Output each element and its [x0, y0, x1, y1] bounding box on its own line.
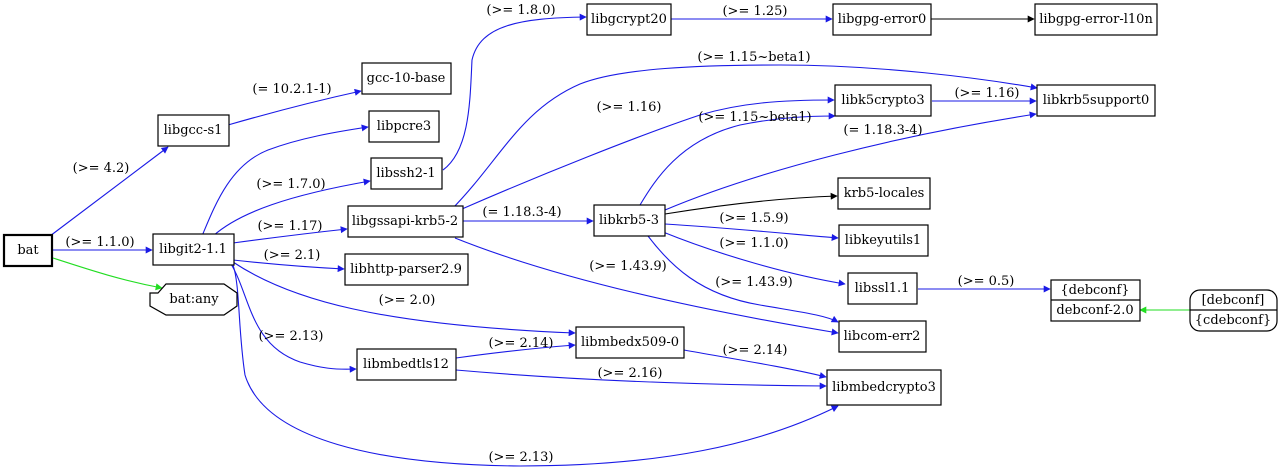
edge-libmbedtls-libmbedcrypto — [455, 369, 827, 390]
node-krb5-locales[interactable]: krb5-locales — [837, 177, 931, 210]
edge-libkrb5-libkrb5support — [664, 111, 1037, 211]
edge-libgit2-libmbedx509 — [232, 261, 576, 337]
edge-label: (>= 2.16) — [597, 366, 662, 381]
node-label: {cdebconf} — [1195, 313, 1271, 328]
edge-label: (>= 4.2) — [73, 161, 130, 176]
edge-libkrb5-libcom-err2 — [647, 235, 839, 323]
edge-label: (>= 1.16) — [596, 100, 661, 115]
node-label: debconf-2.0 — [1056, 303, 1133, 318]
node-label: libmbedcrypto3 — [832, 380, 936, 395]
node-libhttp-parser[interactable]: libhttp-parser2.9 — [344, 253, 469, 286]
edge-libgssapi-libcom-err2 — [454, 237, 839, 336]
edge-label: (>= 2.0) — [379, 293, 436, 308]
node-label: libssl1.1 — [855, 281, 910, 296]
node-label: libhttp-parser2.9 — [350, 262, 462, 277]
node-debconf-virtual[interactable]: {debconf} debconf-2.0 — [1050, 279, 1141, 322]
node-libkrb5support0[interactable]: libkrb5support0 — [1036, 84, 1156, 117]
node-label: libpcre3 — [377, 119, 431, 134]
node-label: libgpg-error-l10n — [1039, 12, 1153, 27]
node-label: libgcc-s1 — [164, 123, 223, 138]
node-label: gcc-10-base — [367, 71, 446, 86]
edge-libgssapi-libkrb5support — [451, 64, 1038, 210]
edge-libgit2-libssh2 — [212, 178, 371, 237]
node-libgpg-error-l10n[interactable]: libgpg-error-l10n — [1034, 3, 1158, 36]
node-libgpg-error0[interactable]: libgpg-error0 — [832, 3, 932, 36]
edge-label: (>= 1.25) — [722, 4, 787, 19]
node-label: libkrb5support0 — [1043, 93, 1150, 108]
node-bat[interactable]: bat — [2, 233, 54, 268]
node-libpcre3[interactable]: libpcre3 — [368, 110, 440, 143]
edge-libgit2-libmbedcrypto — [232, 264, 839, 467]
edge-label: (>= 1.1.0) — [65, 235, 134, 250]
edge-bat-libgcc-s1 — [49, 146, 169, 237]
node-label: bat:any — [169, 292, 219, 307]
edge-label: (>= 2.14) — [488, 336, 553, 351]
edge-label: (>= 1.43.9) — [715, 275, 792, 290]
edge-label: (>= 1.1.0) — [719, 236, 788, 251]
node-label: libgit2-1.1 — [159, 242, 227, 257]
edge-libmbedx509-libmbedcrypto — [683, 349, 827, 379]
node-libkeyutils1[interactable]: libkeyutils1 — [838, 224, 929, 257]
node-libcom-err2[interactable]: libcom-err2 — [838, 320, 927, 353]
edge-label: (>= 1.15~beta1) — [698, 110, 811, 125]
node-label: [debconf] — [1202, 293, 1265, 308]
edge-label: (>= 1.17) — [257, 219, 322, 234]
node-libkrb5-3[interactable]: libkrb5-3 — [593, 204, 666, 237]
node-cdebconf-alternative[interactable]: [debconf] {cdebconf} — [1189, 289, 1278, 332]
node-label: krb5-locales — [844, 186, 925, 201]
edge-bat-bat-any — [52, 257, 163, 291]
node-bat-any[interactable]: bat:any — [149, 283, 238, 316]
edge-label: (>= 2.13) — [258, 329, 323, 344]
edge-label: (>= 2.13) — [488, 450, 553, 465]
edge-label: (>= 1.5.9) — [719, 211, 788, 226]
node-libssl1-1[interactable]: libssl1.1 — [847, 272, 918, 305]
node-label: bat — [17, 243, 39, 258]
edge-label: (>= 2.1) — [264, 248, 321, 263]
node-label: libgpg-error0 — [838, 12, 926, 27]
edge-libmbedtls-libmbedx509 — [455, 341, 576, 359]
edge-label: (>= 1.7.0) — [256, 177, 325, 192]
edge-libgit2-libhttp — [232, 259, 345, 273]
node-label: {debconf} — [1060, 283, 1129, 298]
edge-label: (>= 1.43.9) — [589, 259, 666, 274]
edge-libkrb5-libssl — [662, 231, 846, 287]
edge-label: (>= 2.14) — [722, 343, 787, 358]
edge-libgit2-libgssapi — [232, 226, 348, 244]
node-libmbedtls12[interactable]: libmbedtls12 — [356, 348, 457, 381]
node-libssh2[interactable]: libssh2-1 — [370, 157, 443, 190]
edge-label: (>= 1.15~beta1) — [697, 50, 810, 65]
node-libk5crypto3[interactable]: libk5crypto3 — [834, 84, 932, 117]
edge-libkrb5-krb5-locales — [664, 192, 838, 215]
node-label: libcom-err2 — [844, 329, 921, 344]
edge-libgit2-libpcre3 — [201, 124, 369, 237]
node-label: libmbedtls12 — [363, 357, 449, 372]
node-libmbedx509-0[interactable]: libmbedx509-0 — [575, 326, 685, 359]
node-libmbedcrypto3[interactable]: libmbedcrypto3 — [826, 369, 942, 406]
edge-label: (= 1.18.3-4) — [482, 205, 561, 220]
node-libgcrypt20[interactable]: libgcrypt20 — [586, 3, 672, 36]
edge-label: (= 1.18.3-4) — [843, 123, 922, 138]
node-libgssapi-krb5-2[interactable]: libgssapi-krb5-2 — [347, 205, 464, 238]
edge-libkrb5-libkeyutils — [664, 223, 839, 241]
edge-libgssapi-libk5crypto — [461, 96, 835, 210]
edge-label: (>= 1.16) — [954, 86, 1019, 101]
node-label: libkeyutils1 — [845, 233, 921, 248]
edge-label: (>= 1.8.0) — [486, 3, 555, 18]
node-libgit2[interactable]: libgit2-1.1 — [152, 233, 235, 266]
node-label: libssh2-1 — [376, 166, 435, 181]
edge-libgcc-gcc10-base — [227, 88, 362, 126]
node-label: libgcrypt20 — [591, 12, 667, 27]
edge-libgit2-libmbedtls — [230, 263, 357, 373]
node-label: libmbedx509-0 — [581, 335, 679, 350]
node-label: libkrb5-3 — [599, 213, 659, 228]
node-label: libgssapi-krb5-2 — [352, 214, 458, 229]
edge-label: (>= 0.5) — [958, 274, 1015, 289]
node-gcc-10-base[interactable]: gcc-10-base — [361, 62, 452, 95]
edge-libkrb5-libk5crypto — [639, 112, 836, 206]
node-label: libk5crypto3 — [841, 93, 924, 108]
edge-libssh2-libgcrypt — [442, 13, 587, 171]
node-libgcc-s1[interactable]: libgcc-s1 — [157, 114, 230, 147]
edge-label: (= 10.2.1-1) — [252, 82, 331, 97]
